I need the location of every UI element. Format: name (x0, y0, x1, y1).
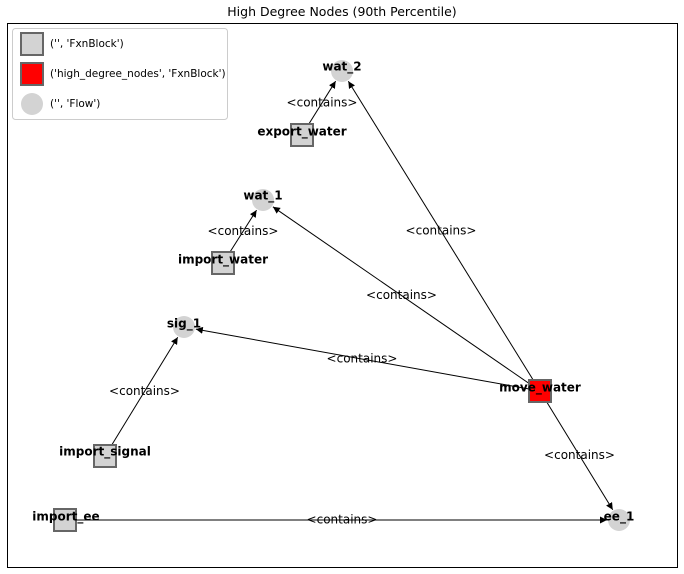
node-move_water (528, 379, 552, 403)
node-ee_1 (608, 509, 630, 531)
legend-label-0: ('', 'FxnBlock') (50, 38, 124, 50)
node-import_signal (93, 444, 117, 468)
node-wat_1 (252, 189, 274, 211)
edge-label-move_water-sig_1: <contains> (327, 352, 398, 366)
edge-label-move_water-wat_1: <contains> (366, 288, 437, 302)
legend-swatch-1 (20, 62, 44, 86)
edge-label-move_water-wat_2: <contains> (406, 224, 477, 238)
node-label-import_water: import_water (178, 253, 268, 268)
node-label-sig_1: sig_1 (167, 317, 201, 332)
node-export_water (290, 123, 314, 147)
edge-import_signal-sig_1 (110, 336, 179, 447)
chart-title: High Degree Nodes (90th Percentile) (227, 4, 457, 19)
node-wat_2 (331, 60, 353, 82)
edge-export_water-wat_2 (307, 80, 337, 126)
edge-move_water-ee_1 (545, 400, 614, 511)
node-label-wat_2: wat_2 (322, 60, 361, 75)
edge-label-move_water-ee_1: <contains> (544, 448, 615, 462)
legend: ('', 'FxnBlock') ('high_degree_nodes', 'F… (12, 28, 228, 120)
node-import_ee (53, 508, 77, 532)
legend-swatch-0 (20, 32, 44, 56)
edge-label-export_water-wat_2: <contains> (287, 96, 358, 110)
legend-label-2: ('', 'Flow') (50, 98, 100, 110)
plot-frame (7, 23, 678, 568)
edge-move_water-sig_1 (195, 326, 530, 390)
edge-import_water-wat_1 (228, 209, 257, 254)
node-label-move_water: move_water (499, 381, 581, 396)
node-sig_1 (173, 316, 195, 338)
edge-move_water-wat_1 (272, 206, 532, 386)
node-label-export_water: export_water (257, 125, 346, 140)
node-label-import_ee: import_ee (32, 510, 99, 525)
legend-swatch-2 (21, 93, 43, 115)
edge-label-import_signal-sig_1: <contains> (109, 384, 180, 398)
legend-label-1: ('high_degree_nodes', 'FxnBlock') (50, 68, 226, 80)
node-label-wat_1: wat_1 (243, 189, 282, 204)
edge-label-import_ee-ee_1: <contains> (307, 513, 378, 527)
edge-label-import_water-wat_1: <contains> (208, 224, 279, 238)
edge-move_water-wat_2 (347, 80, 535, 382)
node-label-ee_1: ee_1 (604, 510, 635, 525)
legend-box (12, 28, 228, 120)
node-import_water (211, 251, 235, 275)
node-label-import_signal: import_signal (59, 445, 151, 460)
